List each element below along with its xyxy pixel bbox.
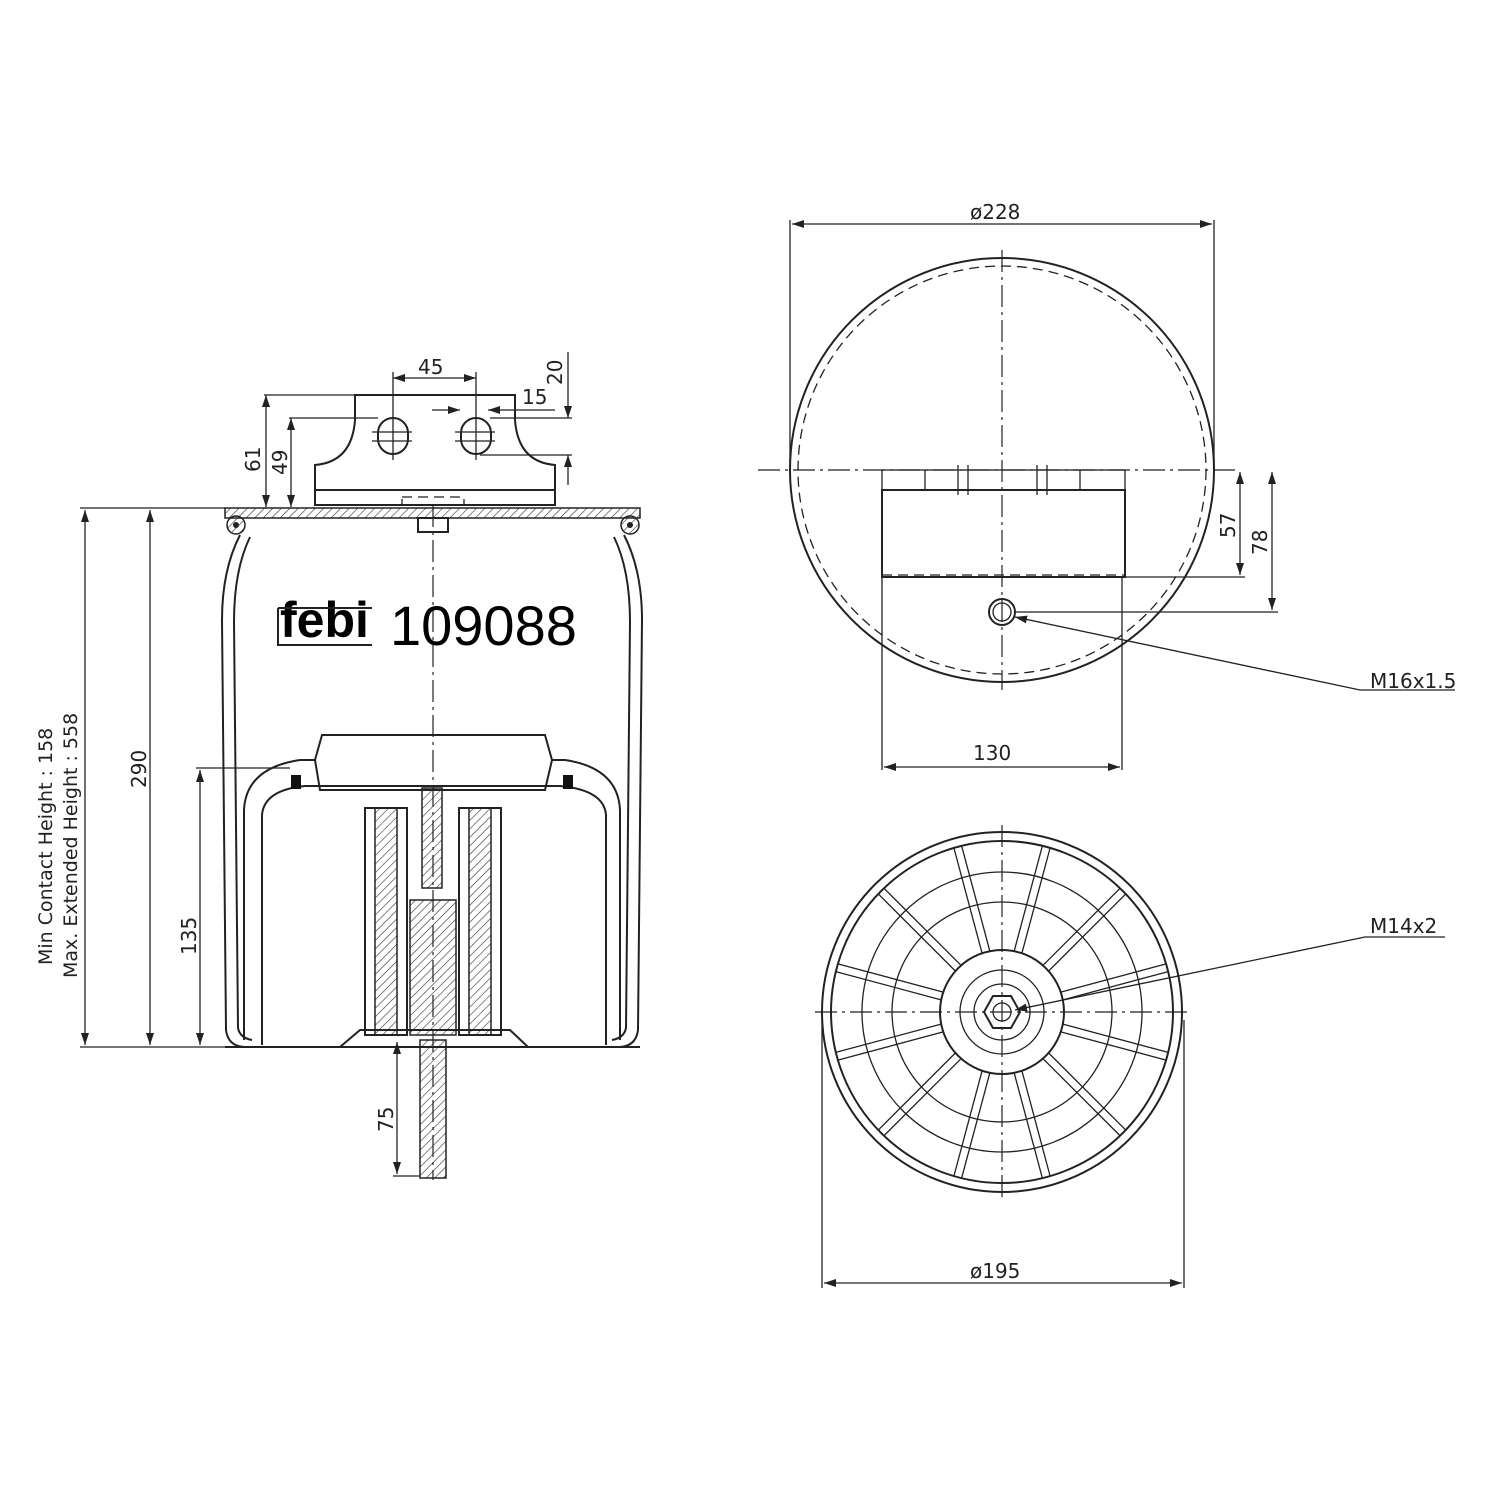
- dim-45: 45: [418, 355, 443, 379]
- spoke: [1060, 963, 1167, 993]
- spoke: [883, 887, 962, 966]
- dim-290: 290: [127, 750, 151, 788]
- min-contact-height-note: Min Contact Height : 158: [35, 728, 57, 965]
- spoke: [883, 1058, 962, 1137]
- dim-75: 75: [374, 1107, 398, 1132]
- spoke: [960, 845, 991, 952]
- dim-57: 57: [1216, 513, 1240, 538]
- spoke: [1021, 1070, 1051, 1177]
- spoke: [1042, 1058, 1121, 1137]
- thread-m14: M14x2: [1370, 914, 1437, 938]
- svg-text:febi: febi: [280, 592, 369, 648]
- top-view: ø228 57 78 130 M16x1.5: [758, 200, 1456, 771]
- spoke: [837, 963, 944, 993]
- spoke: [877, 1052, 956, 1131]
- dim-20: 20: [543, 360, 567, 385]
- spoke: [1021, 847, 1051, 954]
- side-view: 45 15 20 61 49 290 135 75 Min: [35, 352, 644, 1180]
- febi-logo: febi: [277, 592, 372, 648]
- spoke: [835, 970, 942, 1001]
- dim-diameter-228: ø228: [970, 200, 1020, 224]
- spoke: [1062, 1023, 1169, 1054]
- spoke: [1042, 887, 1121, 966]
- thread-m16: M16x1.5: [1370, 669, 1456, 693]
- max-extended-height-note: Max. Extended Height : 558: [60, 713, 82, 978]
- dim-130: 130: [973, 741, 1011, 765]
- spoke: [960, 1072, 991, 1179]
- spoke: [1060, 1031, 1167, 1061]
- dim-78: 78: [1248, 530, 1272, 555]
- spoke: [953, 847, 983, 954]
- top-bracket: [314, 394, 556, 506]
- dim-diameter-195: ø195: [970, 1259, 1020, 1283]
- spoke: [1048, 893, 1127, 972]
- dim-49: 49: [268, 450, 292, 475]
- top-dimensions: ø228 57 78 130 M16x1.5: [789, 200, 1456, 771]
- part-number: 109088: [390, 594, 577, 657]
- dim-61: 61: [241, 447, 265, 472]
- spoke: [835, 1023, 942, 1054]
- spoke: [1013, 845, 1044, 952]
- spoke: [877, 893, 956, 972]
- bottom-dimensions: ø195 M14x2: [821, 914, 1445, 1288]
- spokes: [835, 845, 1169, 1179]
- side-dimensions: 45 15 20 61 49 290 135 75: [80, 352, 572, 1177]
- spoke: [1048, 1052, 1127, 1131]
- spoke: [837, 1031, 944, 1061]
- bottom-view: ø195 M14x2: [815, 825, 1445, 1288]
- dim-135: 135: [177, 917, 201, 955]
- spoke: [1062, 970, 1169, 1001]
- spoke: [953, 1070, 983, 1177]
- dim-15: 15: [522, 385, 547, 409]
- spoke: [1013, 1072, 1044, 1179]
